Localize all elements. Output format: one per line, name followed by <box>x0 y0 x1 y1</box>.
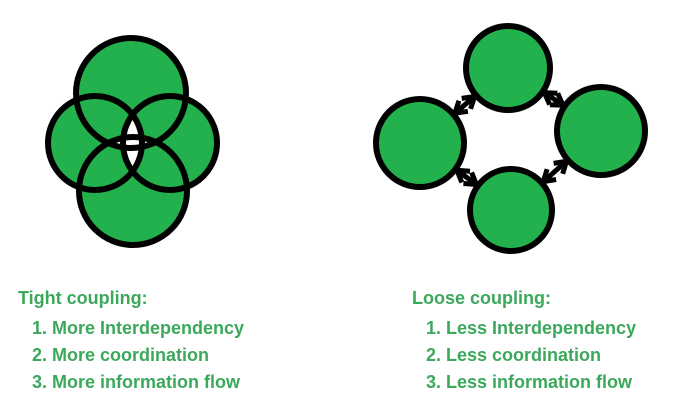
loose-circle-left <box>373 96 467 190</box>
loose-circle-bottom <box>467 166 555 254</box>
tight-coupling-list: 1. More Interdependency 2. More coordinat… <box>18 315 244 396</box>
double-arrow-shaft-right-bottom <box>541 159 569 184</box>
loose-coupling-list: 1. Less Interdependency 2. Less coordinat… <box>412 315 636 396</box>
loose-circle-right <box>554 84 648 178</box>
list-item: 3. More information flow <box>32 372 241 392</box>
arrowhead-top-left-a-icon <box>461 93 479 110</box>
arrowhead-top-right-a-icon <box>540 90 558 106</box>
list-item: 2. Less coordination <box>426 345 602 365</box>
tight-circle-outline-top <box>73 35 189 151</box>
arrowhead-right-bottom-b-icon <box>539 168 557 185</box>
arrowhead-right-bottom-a-icon <box>553 158 570 175</box>
arrowhead-left-bottom-b-icon <box>463 171 481 188</box>
tight-circle-bottom <box>79 137 187 245</box>
list-item: 2. More coordination <box>32 345 210 365</box>
list-item: 1. Less Interdependency <box>426 318 637 338</box>
tight-circle-outline-left <box>45 93 145 193</box>
loose-coupling-figure <box>373 23 648 254</box>
tight-coupling-title: Tight coupling: <box>18 288 148 308</box>
loose-circle-top <box>463 23 553 113</box>
loose-coupling-title: Loose coupling: <box>412 288 551 308</box>
tight-coupling-caption: Tight coupling: 1. More Interdependency 2… <box>18 288 244 396</box>
tight-coupling-figure <box>45 35 220 248</box>
list-item: 3. Less information flow <box>426 372 633 392</box>
list-item: 1. More Interdependency <box>32 318 245 338</box>
loose-coupling-caption: Loose coupling: 1. Less Interdependency 2… <box>412 288 636 396</box>
arrowhead-top-right-b-icon <box>549 92 567 108</box>
arrowhead-left-bottom-a-icon <box>453 167 471 184</box>
arrowhead-top-left-b-icon <box>451 100 469 117</box>
tight-circle-outline-bottom <box>76 134 190 248</box>
tight-circle-outline-right <box>120 93 220 193</box>
